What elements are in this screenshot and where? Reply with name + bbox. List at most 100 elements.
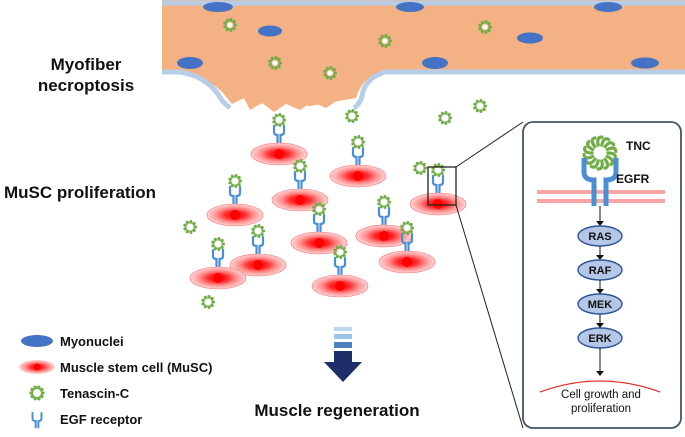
musc-cell bbox=[250, 142, 308, 166]
tnc-label: TNC bbox=[626, 139, 651, 153]
kinase-label: RAF bbox=[589, 265, 612, 277]
cascade-arrowhead bbox=[596, 323, 604, 328]
musc-cell bbox=[290, 231, 348, 255]
musc-cell-with-receptor bbox=[329, 135, 387, 188]
zoom-line-bottom bbox=[455, 204, 524, 429]
legend-label-egfr: EGF receptor bbox=[60, 412, 142, 427]
egf-receptor-icon bbox=[400, 232, 414, 252]
egfr-label: EGFR bbox=[616, 172, 650, 186]
tenascin-c-icon bbox=[251, 224, 266, 238]
legend-label-tenascin: Tenascin-C bbox=[60, 386, 130, 401]
kinase-node-ras: RAS bbox=[577, 225, 623, 247]
cascade-arrowhead bbox=[596, 255, 604, 260]
tenascin-c-icon bbox=[183, 220, 198, 234]
tenascin-c-icon bbox=[438, 111, 453, 125]
tenascin-c-icon bbox=[478, 20, 493, 34]
kinase-node-mek: MEK bbox=[577, 293, 623, 315]
musc-cell-with-receptor bbox=[355, 195, 413, 248]
myonucleus bbox=[594, 2, 622, 12]
muscle-regeneration-label: Muscle regeneration bbox=[254, 401, 419, 420]
regeneration-arrow bbox=[324, 327, 362, 382]
tenascin-c-icon bbox=[431, 163, 446, 177]
egf-receptor-icon bbox=[333, 256, 347, 276]
myonuclei-group bbox=[177, 2, 659, 69]
musc-cell bbox=[271, 188, 329, 212]
tenascin-c-icon bbox=[413, 161, 428, 175]
tenascin-c-icon bbox=[201, 295, 216, 309]
tenascin-c-icon bbox=[211, 237, 226, 251]
musc-proliferation-label: MuSC proliferation bbox=[4, 183, 156, 202]
cell-membrane-lower bbox=[537, 199, 665, 203]
tnc-ligand-icon bbox=[582, 135, 618, 171]
myonucleus bbox=[203, 2, 233, 12]
outcome-label-line2: proliferation bbox=[571, 403, 631, 415]
cascade-arrowhead bbox=[596, 289, 604, 294]
musc-cell bbox=[311, 274, 369, 298]
musc-cell-with-receptor bbox=[311, 245, 369, 298]
tenascin-c-icon bbox=[312, 202, 327, 216]
musc-cell-with-receptor bbox=[378, 221, 436, 274]
legend-tenascin-icon bbox=[29, 385, 45, 401]
musc-cell bbox=[409, 192, 467, 216]
legend-myonuclei-icon bbox=[21, 335, 53, 347]
egf-receptor-icon bbox=[211, 248, 225, 268]
egf-receptor-icon bbox=[272, 124, 286, 144]
tenascin-c-icon bbox=[333, 245, 348, 259]
zoom-line-top bbox=[455, 121, 524, 168]
kinase-label: RAS bbox=[588, 231, 611, 243]
egfr-receptor-icon bbox=[581, 158, 619, 206]
tenascin-c-icon bbox=[473, 99, 488, 113]
myonucleus bbox=[631, 57, 659, 69]
tenascin-c-icon bbox=[268, 56, 283, 70]
myofiber-fragments bbox=[222, 86, 356, 112]
cascade-arrowhead bbox=[596, 221, 604, 226]
myofiber-label-line1: Myofiber bbox=[51, 55, 122, 74]
musc-cell bbox=[329, 164, 387, 188]
legend-musc-icon bbox=[19, 360, 55, 374]
egf-receptor-icon bbox=[312, 213, 326, 233]
musc-cell-with-receptor bbox=[409, 163, 467, 216]
musc-cell bbox=[378, 250, 436, 274]
tenascin-c-icon bbox=[351, 135, 366, 149]
tenascin-c-icon bbox=[378, 34, 393, 48]
legend-label-musc: Muscle stem cell (MuSC) bbox=[60, 360, 212, 375]
myonucleus bbox=[258, 25, 282, 37]
myonucleus bbox=[517, 32, 543, 44]
zoom-box bbox=[427, 166, 457, 206]
tenascin-c-icon bbox=[323, 66, 338, 80]
kinase-label: MEK bbox=[588, 299, 613, 311]
kinase-node-erk: ERK bbox=[577, 327, 623, 349]
egf-receptor-icon bbox=[228, 185, 242, 205]
myonucleus bbox=[422, 57, 448, 69]
tenascin-c-icon bbox=[400, 221, 415, 235]
myofiber-label-line2: necroptosis bbox=[38, 76, 134, 95]
tenascin-c-icon bbox=[293, 159, 308, 173]
kinase-node-raf: RAF bbox=[577, 259, 623, 281]
egf-receptor-icon bbox=[377, 206, 391, 226]
kinase-label: ERK bbox=[588, 333, 611, 345]
tenascin-c-icon bbox=[377, 195, 392, 209]
cascade-arrowhead bbox=[596, 371, 604, 376]
egf-receptor-icon bbox=[293, 170, 307, 190]
musc-cell-with-receptor bbox=[189, 237, 247, 290]
egf-receptor-icon bbox=[431, 174, 445, 194]
tenascin-c-icon bbox=[345, 109, 360, 123]
myofiber bbox=[162, 0, 685, 112]
myofiber-bottom-membrane-right bbox=[352, 69, 685, 111]
egf-receptor-icon bbox=[351, 146, 365, 166]
legend-egf-receptor-icon bbox=[31, 412, 43, 429]
outcome-label-line1: Cell growth and bbox=[561, 389, 641, 401]
musc-cell bbox=[229, 253, 287, 277]
tenascin-c-icon bbox=[228, 174, 243, 188]
tenascin-c-icon bbox=[223, 18, 238, 32]
musc-cell-with-receptor bbox=[271, 159, 329, 212]
musc-cell-with-receptor bbox=[250, 113, 308, 166]
musc-cell-with-receptor bbox=[206, 174, 264, 227]
tenascin-c-icon bbox=[272, 113, 287, 127]
myonucleus bbox=[177, 57, 203, 69]
myofiber-bottom-membrane-left bbox=[162, 69, 232, 110]
musc-cell bbox=[206, 203, 264, 227]
musc-cell bbox=[355, 224, 413, 248]
pathway-panel: TNC EGFR RAS RAF MEK ERK Cell growth and pr… bbox=[522, 121, 682, 429]
